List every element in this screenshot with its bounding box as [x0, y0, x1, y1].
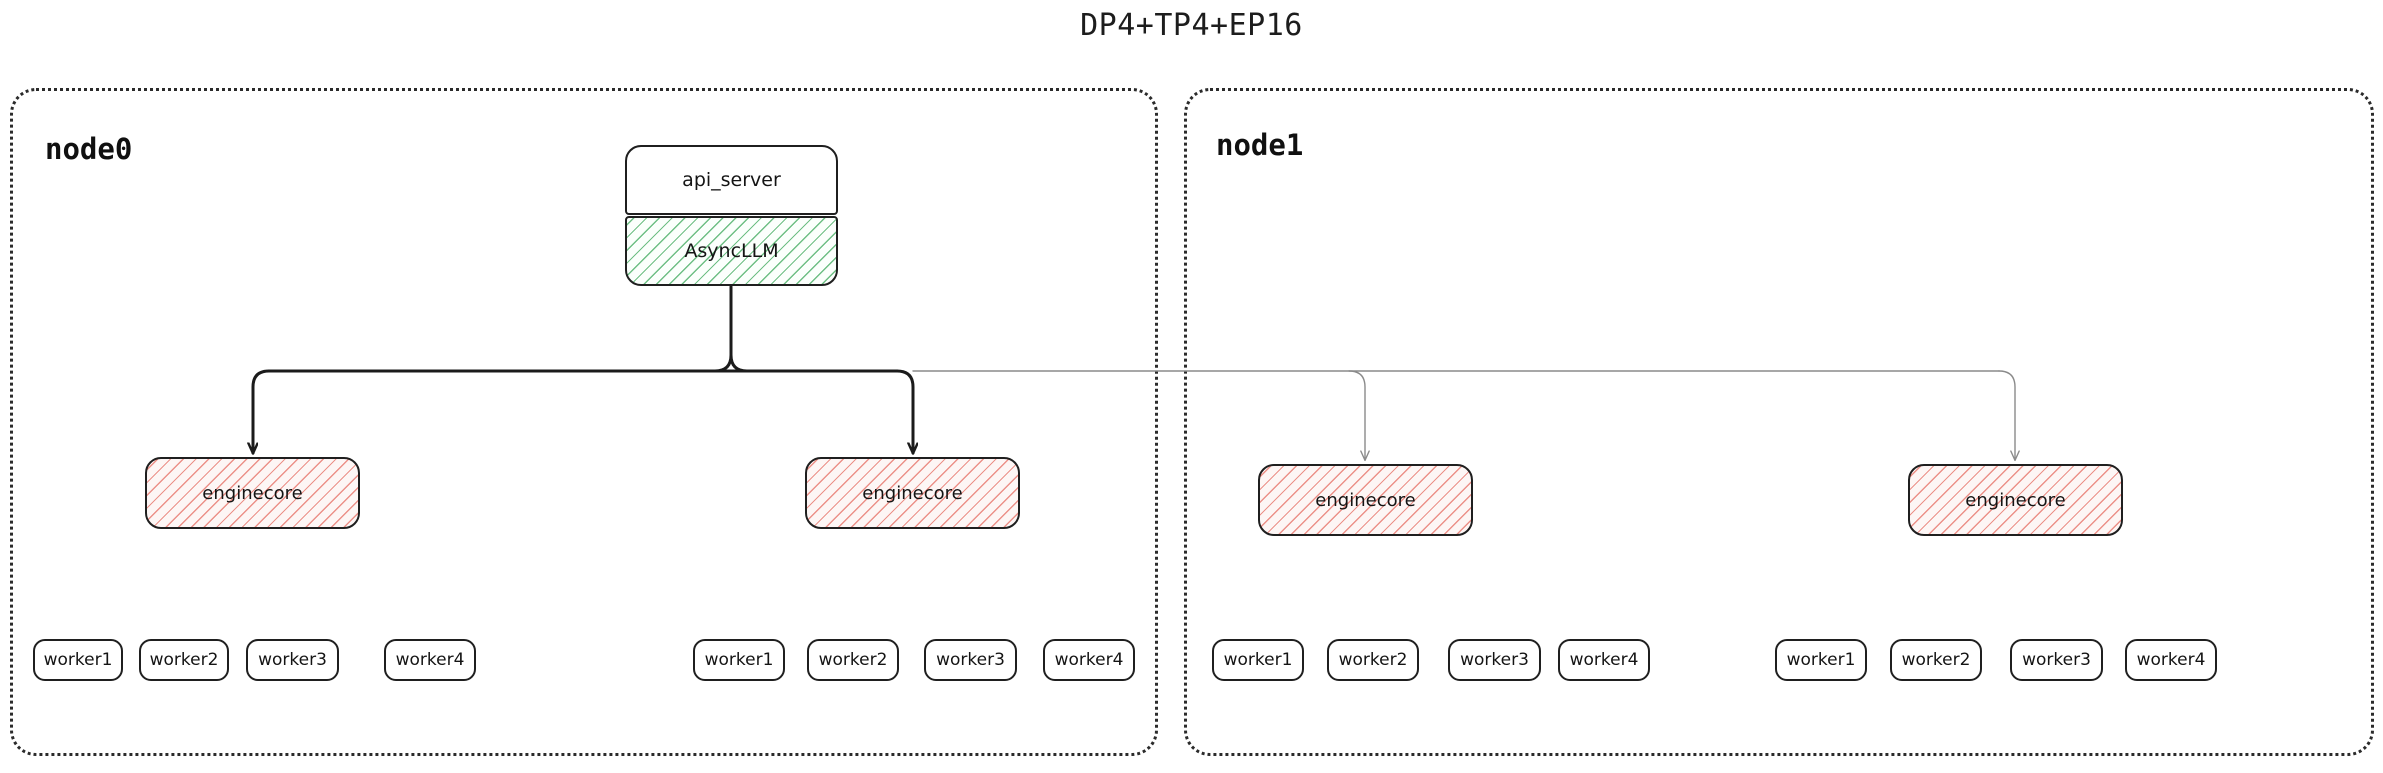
- node-api-server-label: api_server: [682, 169, 781, 191]
- node-enginecore-3[interactable]: enginecore: [1908, 464, 2123, 536]
- page-title: DP4+TP4+EP16: [1080, 8, 1303, 43]
- node-worker-0-1-label: worker2: [149, 650, 219, 670]
- node-enginecore-1-label: enginecore: [862, 482, 963, 504]
- node-worker-3-1-label: worker2: [1901, 650, 1971, 670]
- node-enginecore-2[interactable]: enginecore: [1258, 464, 1473, 536]
- node-worker-3-3[interactable]: worker4: [2125, 639, 2217, 681]
- node-worker-1-1-label: worker2: [818, 650, 888, 670]
- node-worker-1-3[interactable]: worker4: [1043, 639, 1135, 681]
- node-worker-3-0-label: worker1: [1786, 650, 1856, 670]
- node-worker-2-2-label: worker3: [1460, 650, 1529, 670]
- node-worker-3-2-label: worker3: [2022, 650, 2091, 670]
- node-asyncllm[interactable]: AsyncLLM: [625, 216, 838, 286]
- node-enginecore-0-label: enginecore: [202, 482, 303, 504]
- node-worker-0-1[interactable]: worker2: [139, 639, 229, 681]
- node-worker-1-3-label: worker4: [1054, 650, 1124, 670]
- node-worker-0-3[interactable]: worker4: [384, 639, 476, 681]
- node-enginecore-0[interactable]: enginecore: [145, 457, 360, 529]
- node-worker-1-2[interactable]: worker3: [924, 639, 1017, 681]
- node-worker-3-3-label: worker4: [2136, 650, 2206, 670]
- node-worker-0-3-label: worker4: [395, 650, 465, 670]
- node-worker-3-2[interactable]: worker3: [2010, 639, 2103, 681]
- node-worker-2-1-label: worker2: [1338, 650, 1408, 670]
- node-enginecore-3-label: enginecore: [1965, 489, 2066, 511]
- node-worker-2-3[interactable]: worker4: [1558, 639, 1650, 681]
- node-worker-3-0[interactable]: worker1: [1775, 639, 1867, 681]
- cluster-label-node0: node0: [45, 132, 133, 166]
- node-worker-2-0-label: worker1: [1223, 650, 1293, 670]
- node-worker-2-3-label: worker4: [1569, 650, 1639, 670]
- node-worker-1-0-label: worker1: [704, 650, 774, 670]
- cluster-label-node1: node1: [1216, 128, 1304, 162]
- node-worker-1-0[interactable]: worker1: [693, 639, 785, 681]
- node-worker-3-1[interactable]: worker2: [1890, 639, 1982, 681]
- node-worker-2-2[interactable]: worker3: [1448, 639, 1541, 681]
- cluster-node0: [10, 88, 1158, 756]
- node-api-server[interactable]: api_server: [625, 145, 838, 215]
- node-enginecore-2-label: enginecore: [1315, 489, 1416, 511]
- node-worker-0-0-label: worker1: [43, 650, 113, 670]
- node-worker-2-0[interactable]: worker1: [1212, 639, 1304, 681]
- cluster-node1: [1184, 88, 2374, 756]
- node-worker-2-1[interactable]: worker2: [1327, 639, 1419, 681]
- node-asyncllm-label: AsyncLLM: [684, 240, 779, 262]
- node-worker-1-2-label: worker3: [936, 650, 1005, 670]
- node-worker-0-2-label: worker3: [258, 650, 327, 670]
- node-enginecore-1[interactable]: enginecore: [805, 457, 1020, 529]
- node-worker-1-1[interactable]: worker2: [807, 639, 899, 681]
- node-worker-0-0[interactable]: worker1: [33, 639, 123, 681]
- node-worker-0-2[interactable]: worker3: [246, 639, 339, 681]
